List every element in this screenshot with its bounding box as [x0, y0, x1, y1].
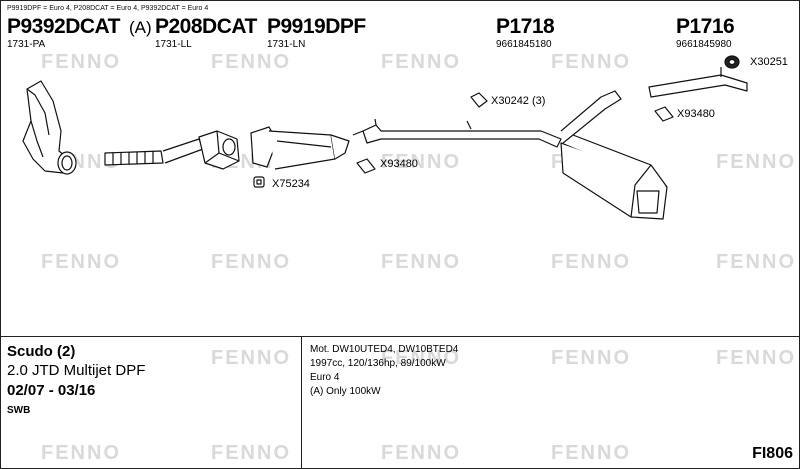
watermark-text: FENNO	[41, 442, 121, 464]
vehicle-variant: SWB	[7, 405, 31, 416]
dpf-filter-drawing[interactable]	[250, 126, 350, 170]
info-panel: FENNO FENNO FENNO FENNO FENNO FENNO FENNO FENNO…	[1, 336, 799, 469]
watermark-text: FENNO	[551, 347, 631, 369]
clamp-x30242-drawing[interactable]	[470, 92, 488, 108]
part-ref-p1718: 9661845180	[496, 39, 552, 50]
header-note: P9919DPF = Euro 4, P208DCAT = Euro 4, P9…	[7, 5, 209, 12]
part-ref-p1716: 9661845980	[676, 39, 732, 50]
part-number-p1718[interactable]: P1718	[496, 15, 555, 38]
watermark-text: FENNO	[381, 151, 461, 173]
watermark-text: FENNO	[381, 51, 461, 73]
rear-silencer-drawing[interactable]	[560, 90, 668, 220]
watermark-text: FENNO	[551, 51, 631, 73]
label-x75234: X75234	[272, 178, 310, 190]
flex-pipe-drawing[interactable]	[104, 138, 204, 166]
clamp-x75234-drawing[interactable]	[253, 176, 265, 188]
watermark-text: FENNO	[551, 251, 631, 273]
watermark-text: FENNO	[211, 51, 291, 73]
clamp-x93480-a-drawing[interactable]	[356, 158, 376, 174]
rubber-mount-x30251-drawing[interactable]	[724, 55, 740, 69]
sheet-id: FI806	[752, 445, 793, 462]
watermark-text: FENNO	[716, 347, 796, 369]
vehicle-name: Scudo (2)	[7, 343, 76, 360]
part-ref-p9919dpf: 1731-LN	[267, 39, 306, 50]
engine-info-line-3: Euro 4	[310, 372, 340, 383]
vehicle-years: 02/07 - 03/16	[7, 382, 96, 399]
middle-pipe-drawing[interactable]	[352, 118, 562, 148]
engine-info-line-4: (A) Only 100kW	[310, 386, 381, 397]
clamp-x93480-b-drawing[interactable]	[654, 106, 674, 122]
label-x93480-a: X93480	[380, 158, 418, 170]
label-x93480-b: X93480	[677, 108, 715, 120]
tail-pipe-drawing[interactable]	[648, 67, 748, 98]
catalyst-manifold-drawing[interactable]	[22, 80, 77, 175]
part-ref-p9392dcat: 1731-PA	[7, 39, 46, 50]
watermark-text: FENNO	[381, 442, 461, 464]
part-prefix-a: (A)	[129, 18, 152, 37]
watermark-text: FENNO	[381, 347, 461, 369]
vehicle-engine: 2.0 JTD Multijet DPF	[7, 362, 146, 379]
watermark-text: FENNO	[211, 347, 291, 369]
watermark-text: FENNO	[716, 151, 796, 173]
label-x30242: X30242 (3)	[491, 95, 546, 107]
watermark-text: FENNO	[41, 251, 121, 273]
engine-info-line-2: 1997cc, 120/136hp, 89/100kW	[310, 358, 446, 369]
part-number-p9392dcat[interactable]: P9392DCAT	[7, 15, 121, 38]
exhaust-diagram: FENNO FENNO FENNO FENNO FENNO FENNO FENNO FENNO…	[1, 1, 799, 336]
watermark-text: FENNO	[381, 251, 461, 273]
part-ref-p208dcat: 1731-LL	[155, 39, 192, 50]
watermark-text: FENNO	[41, 51, 121, 73]
part-number-p1716[interactable]: P1716	[676, 15, 735, 38]
panel-divider	[301, 337, 302, 469]
watermark-text: FENNO	[551, 442, 631, 464]
catalyst-converter-drawing[interactable]	[198, 130, 240, 170]
watermark-text: FENNO	[211, 442, 291, 464]
part-number-p208dcat[interactable]: P208DCAT	[155, 15, 257, 38]
part-number-p9919dpf[interactable]: P9919DPF	[267, 15, 366, 38]
engine-info-line-1: Mot. DW10UTED4, DW10BTED4	[310, 344, 459, 355]
parts-drawing	[22, 55, 748, 220]
watermark-text: FENNO	[211, 251, 291, 273]
label-x30251: X30251	[750, 56, 788, 68]
watermark-text: FENNO	[716, 251, 796, 273]
